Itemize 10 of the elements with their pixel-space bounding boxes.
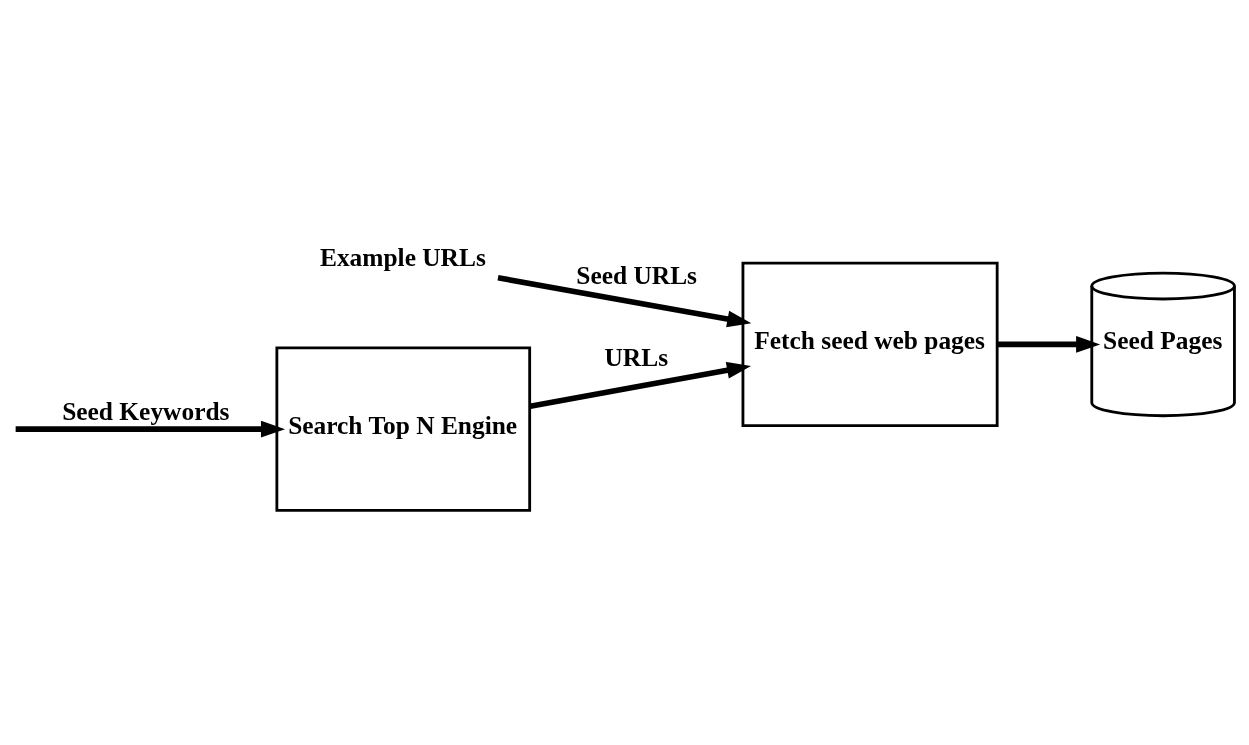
edge-label: Seed Keywords	[62, 396, 230, 425]
arrow	[15, 420, 286, 438]
node-box: Fetch seed web pages	[741, 261, 999, 427]
edge-label: URLs	[604, 342, 669, 371]
node-text: Example URLs	[319, 242, 486, 271]
arrow	[497, 274, 752, 327]
node-box: Search Top N Engine	[275, 346, 532, 512]
arrow	[997, 335, 1101, 353]
edge-label: Seed URLs	[576, 260, 697, 289]
arrow	[529, 361, 751, 409]
